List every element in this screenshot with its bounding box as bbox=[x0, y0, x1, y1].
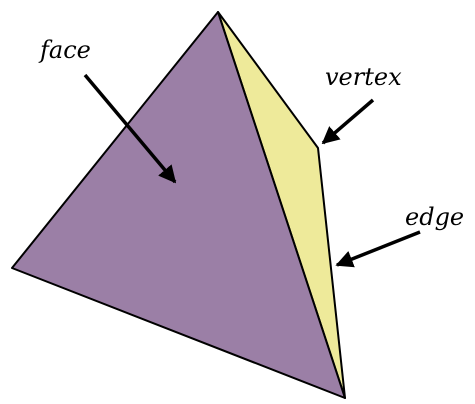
edge-label: edge bbox=[405, 203, 464, 231]
front-face bbox=[11, 11, 346, 399]
edge-arrow bbox=[335, 230, 421, 268]
face-label: face bbox=[38, 36, 91, 64]
vertex-arrow bbox=[321, 98, 375, 145]
face-arrow bbox=[83, 73, 177, 184]
vertex-label: vertex bbox=[325, 63, 402, 91]
